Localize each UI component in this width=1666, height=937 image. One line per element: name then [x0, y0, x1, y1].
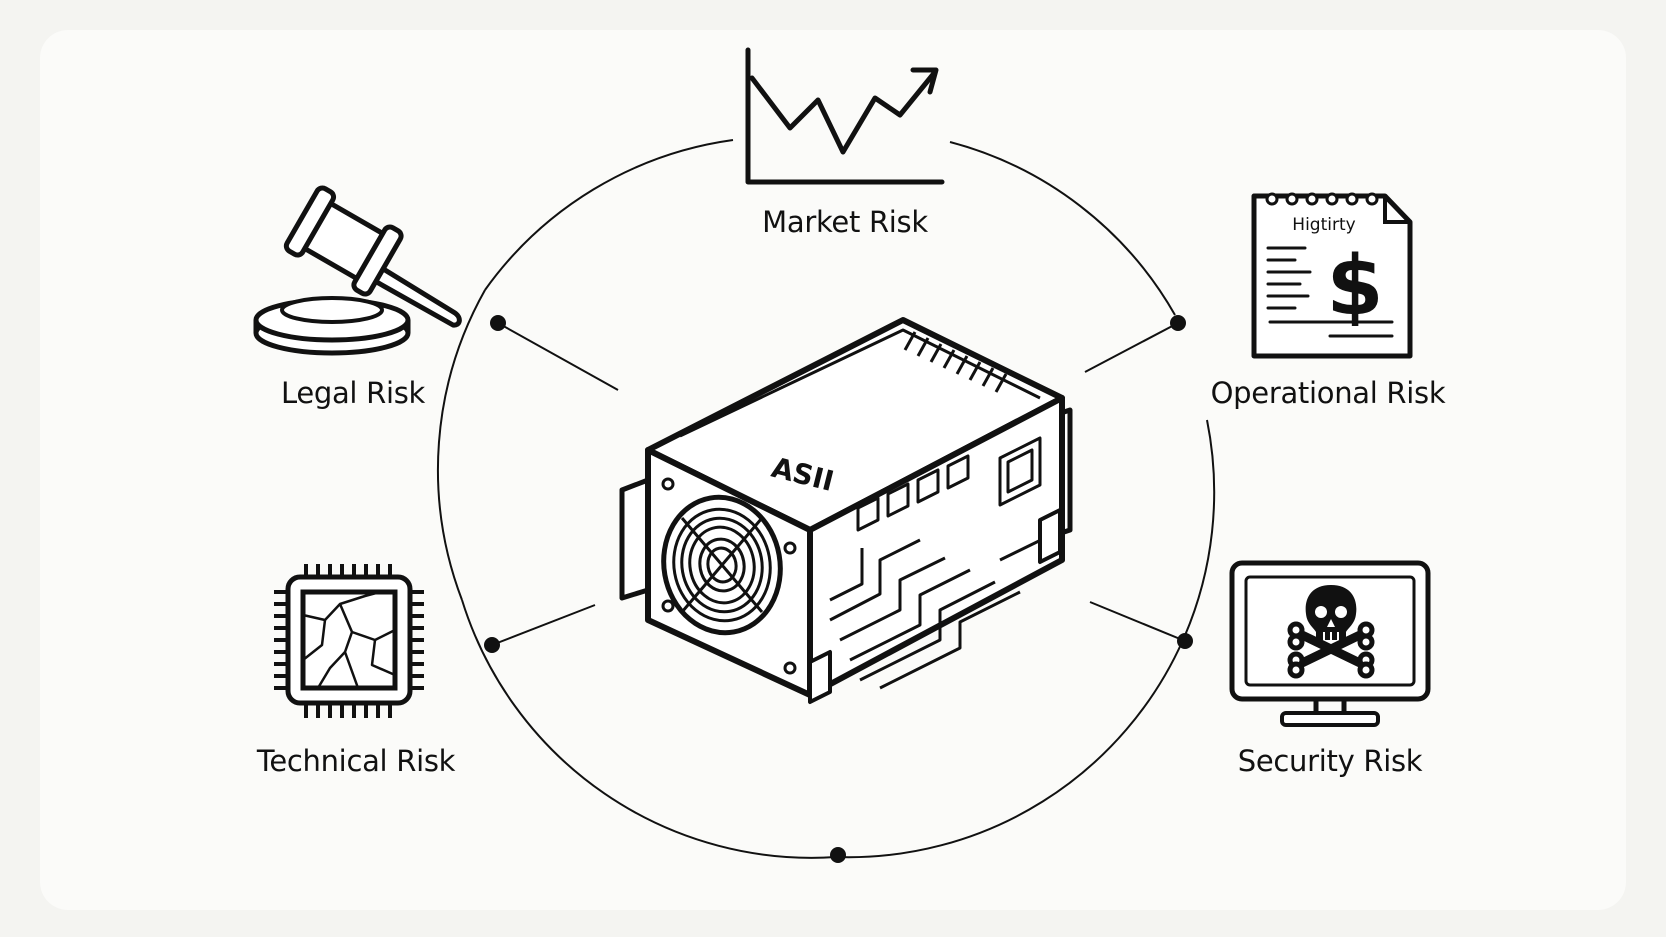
invoice-dollar-icon: Higtirty $	[1251, 192, 1413, 359]
trend-chart-icon	[745, 47, 945, 185]
node-operational	[1170, 315, 1186, 331]
gavel-icon	[253, 185, 462, 356]
operational-risk-label: Operational Risk	[1210, 376, 1446, 410]
dollar-sign: $	[1326, 239, 1383, 334]
market-risk-label: Market Risk	[762, 205, 928, 239]
security-risk-label: Security Risk	[1237, 744, 1423, 778]
connection-ring	[436, 139, 1216, 859]
broken-chip-icon	[274, 564, 424, 718]
technical-risk-label: Technical Risk	[256, 744, 456, 778]
node-bottom	[830, 847, 846, 863]
node-security	[1177, 633, 1193, 649]
asic-miner-icon: ASII	[619, 317, 1073, 704]
monitor-skull-icon	[1229, 560, 1431, 727]
node-legal	[490, 315, 506, 331]
connector-lines	[491, 322, 1186, 646]
ring-nodes	[484, 315, 1193, 863]
legal-risk-label: Legal Risk	[280, 376, 426, 410]
invoice-heading: Higtirty	[1292, 215, 1355, 235]
node-technical	[484, 637, 500, 653]
